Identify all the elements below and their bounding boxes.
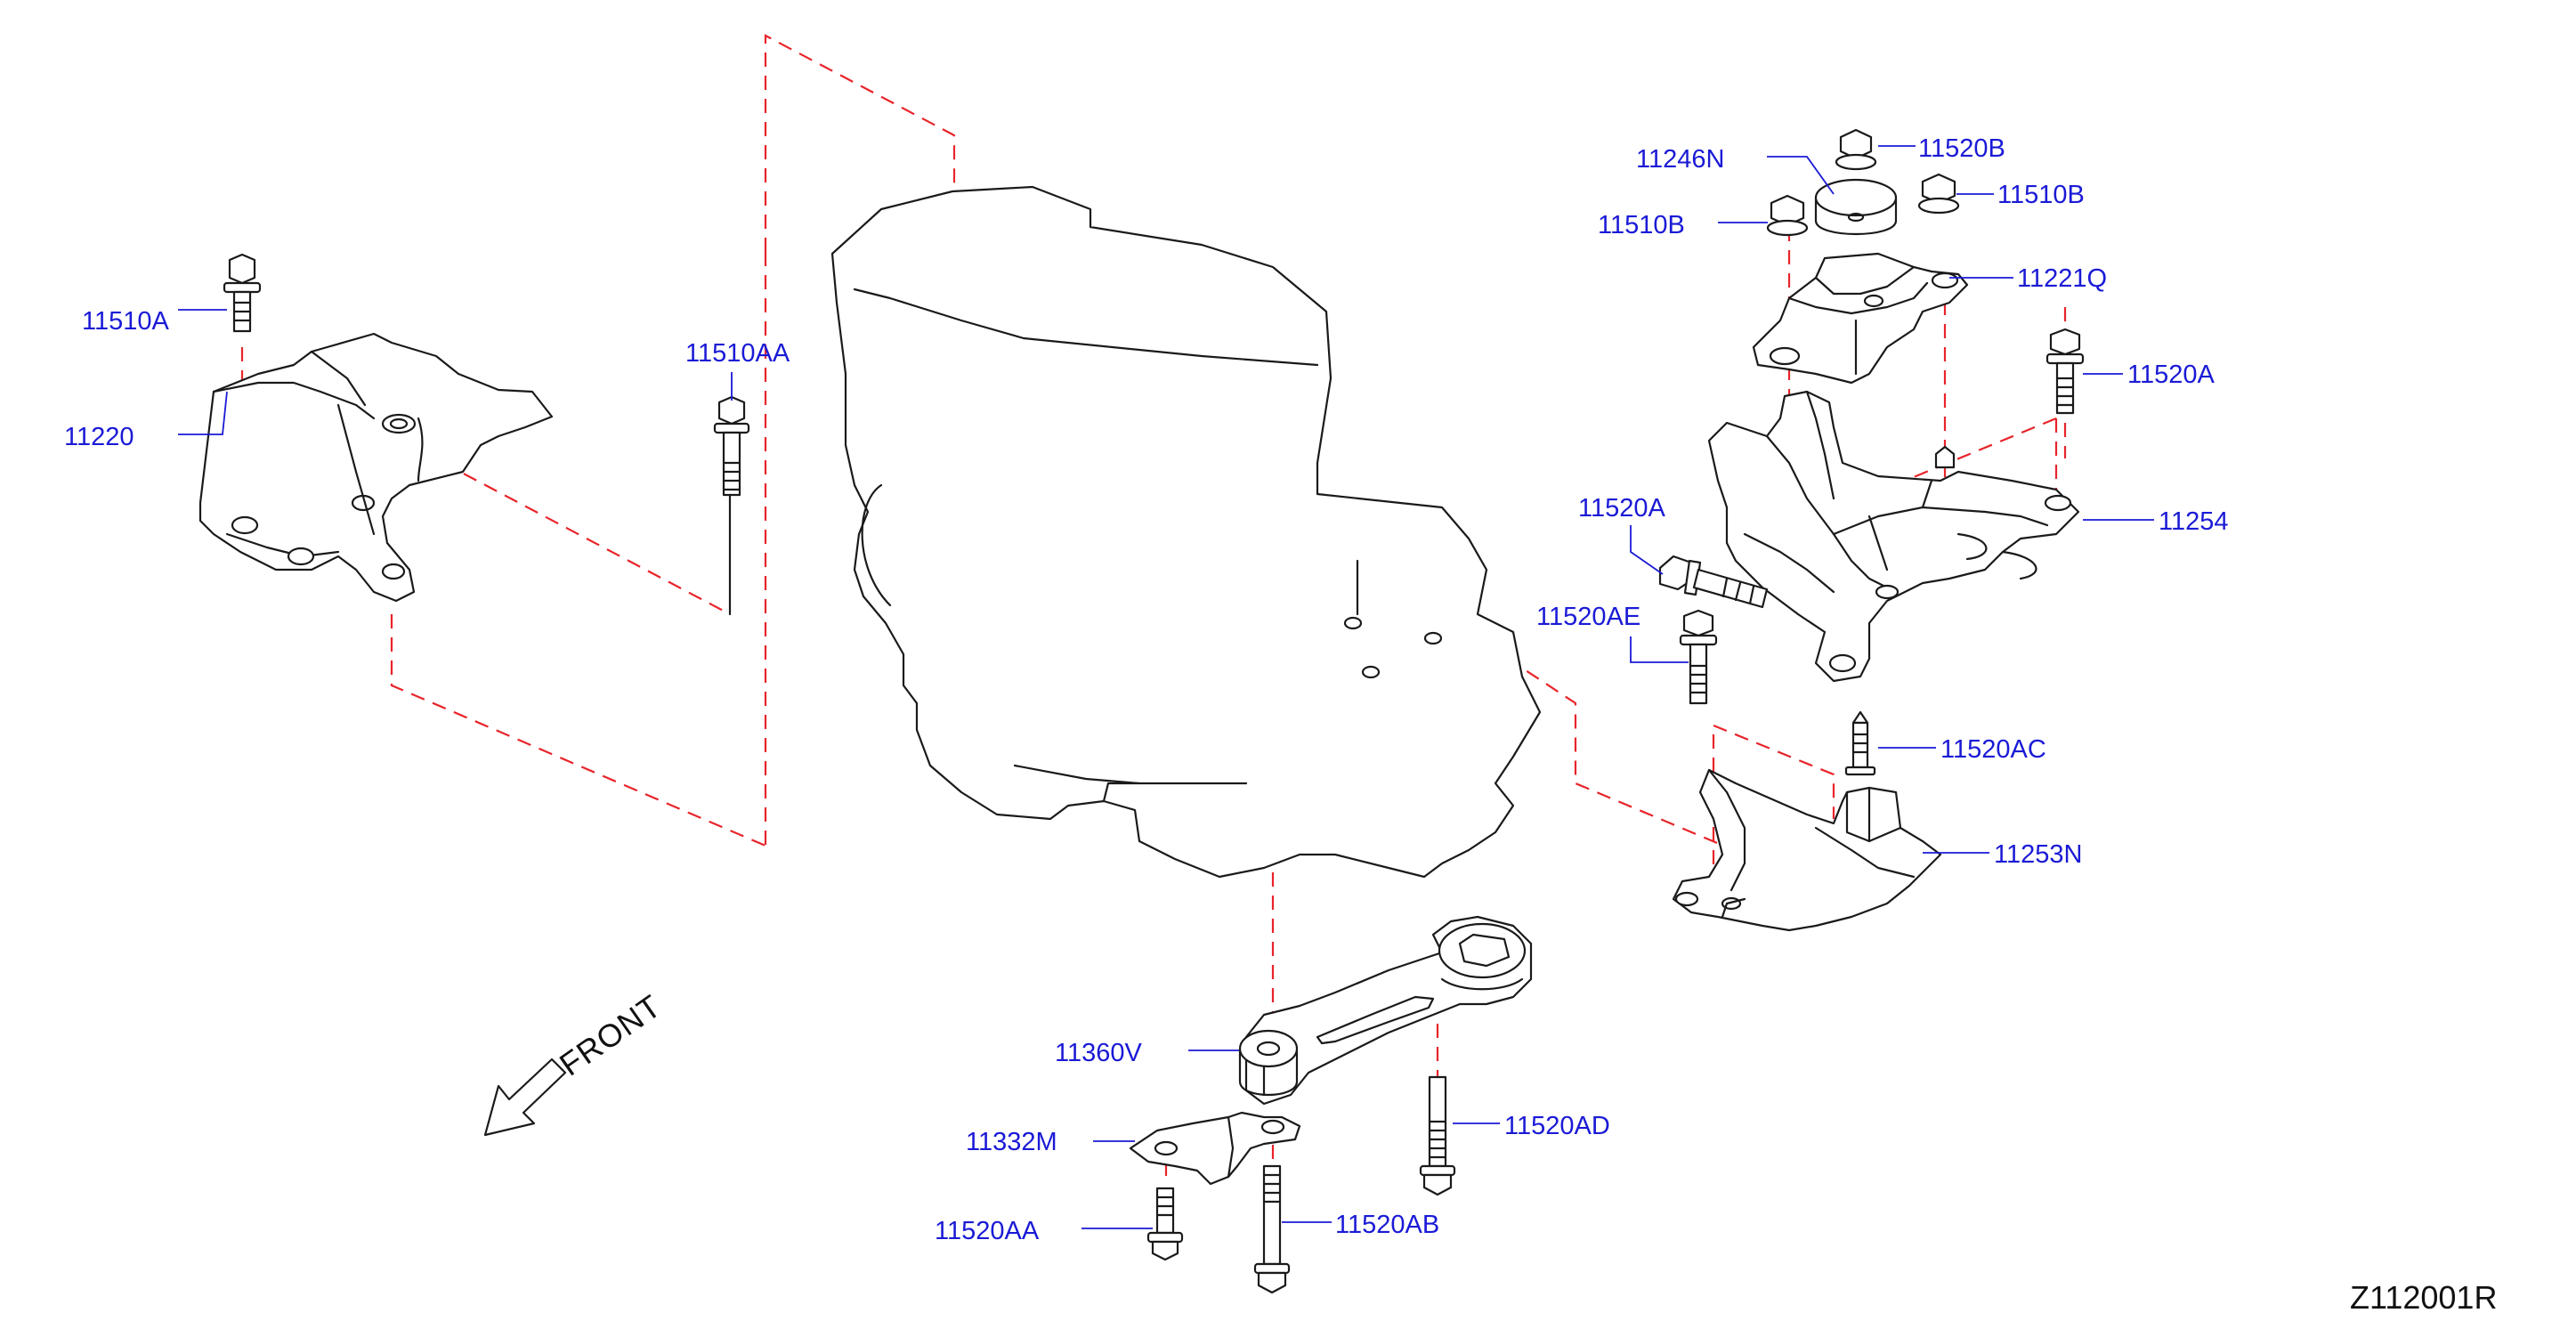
- bolt-11510AA: [713, 395, 750, 616]
- label-11520AE: 11520AE: [1536, 603, 1640, 631]
- front-label: FRONT: [553, 987, 668, 1083]
- bolt-11520AA: [1146, 1187, 1184, 1261]
- leader-lines: [178, 145, 2154, 1229]
- label-11253N: 11253N: [1994, 840, 2082, 869]
- front-arrow-icon: [483, 1058, 567, 1137]
- label-11520AA: 11520AA: [935, 1217, 1040, 1245]
- front-direction-indicator: FRONT: [483, 987, 668, 1137]
- nut-11510B-left: [1766, 194, 1809, 237]
- label-11520A-right: 11520A: [2127, 361, 2215, 389]
- label-11520AD: 11520AD: [1504, 1112, 1610, 1140]
- bracket-11221Q: [1752, 252, 1969, 385]
- bolt-11520AB: [1253, 1164, 1291, 1294]
- label-11520AC: 11520AC: [1940, 735, 2046, 764]
- bracket-11332M: [1129, 1111, 1301, 1186]
- left-mount-bracket: [198, 332, 554, 603]
- label-11332M: 11332M: [966, 1128, 1057, 1156]
- bolt-11510A: [223, 253, 262, 333]
- insulator-11246N: [1814, 178, 1898, 236]
- label-11510AA: 11510AA: [685, 339, 790, 368]
- stud-11520AC: [1844, 710, 1876, 776]
- bracket-11254: [1707, 390, 2080, 683]
- torque-rod-11360V: [1238, 915, 1533, 1106]
- engine-block: [830, 185, 1542, 879]
- label-11220: 11220: [64, 423, 134, 451]
- part-labels: 11510A 11220 11510AA 11246N 11520B 11510…: [64, 134, 2229, 1245]
- label-11520AB: 11520AB: [1335, 1211, 1439, 1239]
- bolt-11520AD: [1419, 1075, 1456, 1196]
- label-11221Q: 11221Q: [2017, 264, 2107, 293]
- label-11520B: 11520B: [1918, 134, 2005, 163]
- bolt-11520AE: [1679, 609, 1718, 705]
- label-11246N: 11246N: [1636, 145, 1724, 174]
- bolt-11520A-left: [1658, 555, 1769, 609]
- nut-11510B-right: [1917, 173, 1960, 215]
- label-11520A-left: 11520A: [1578, 494, 1665, 523]
- label-11254: 11254: [2159, 507, 2229, 536]
- label-11360V: 11360V: [1055, 1039, 1142, 1067]
- diagram-code: Z112001R: [2350, 1279, 2497, 1316]
- label-11510B-right: 11510B: [1997, 181, 2085, 209]
- bolt-11520A-right: [2045, 328, 2085, 415]
- bracket-11253N: [1672, 768, 1942, 932]
- nut-11520B: [1835, 128, 1877, 171]
- label-11510B-left: 11510B: [1598, 211, 1685, 239]
- label-11510A: 11510A: [82, 307, 169, 336]
